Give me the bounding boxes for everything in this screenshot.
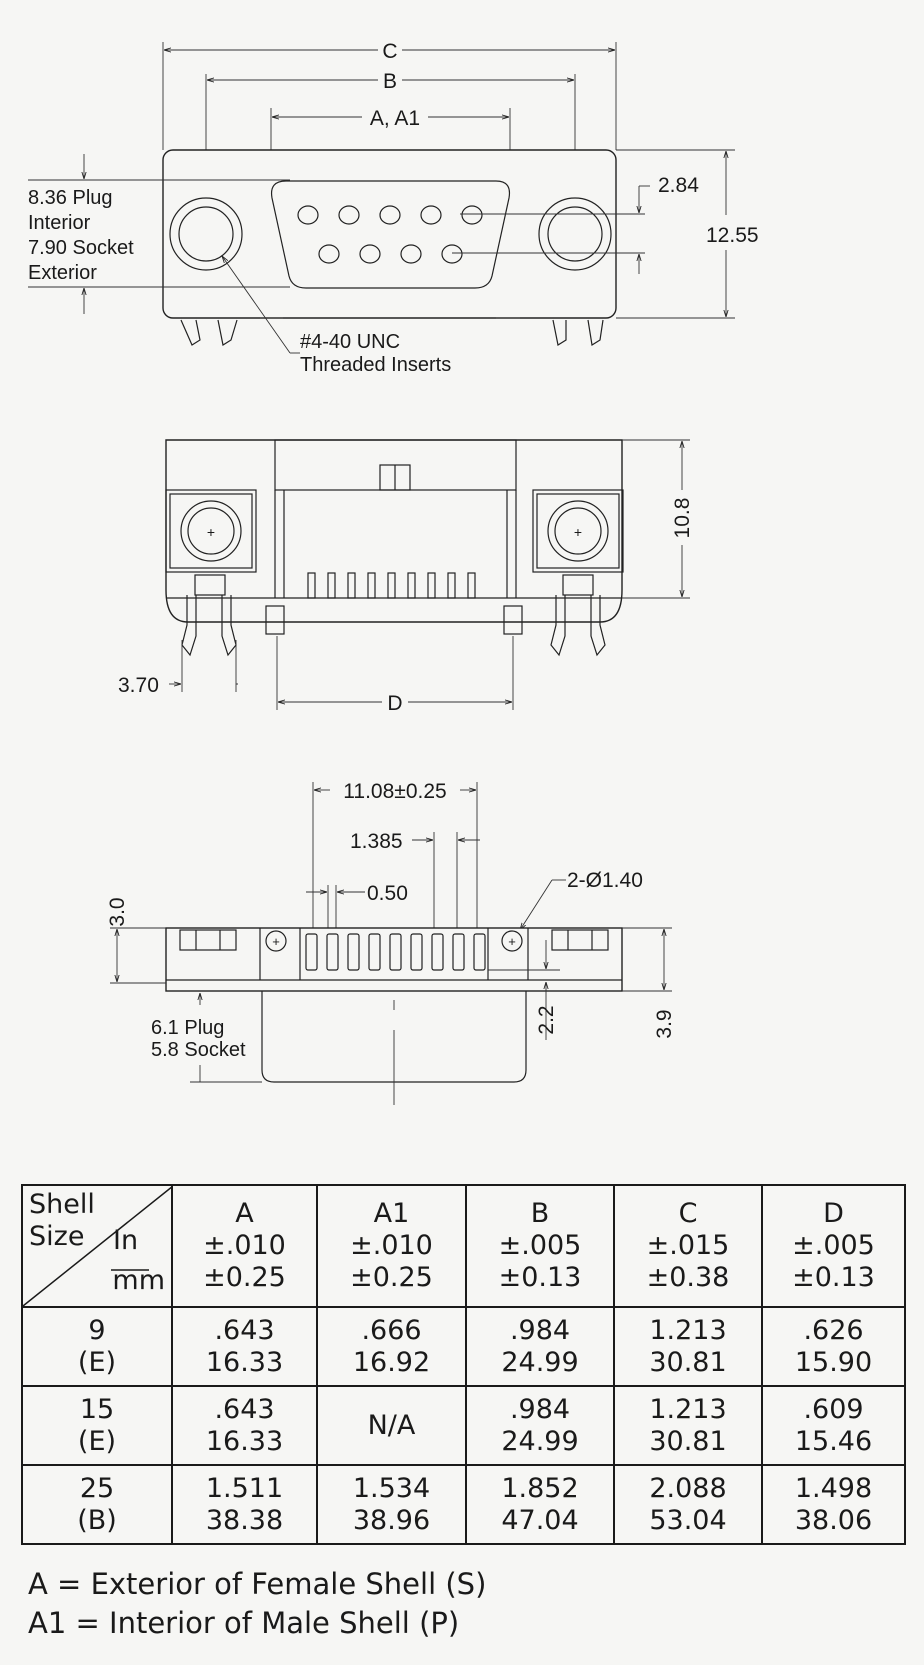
corner-shell: Shell [29, 1189, 95, 1220]
dim-c: C [382, 40, 397, 63]
dim-2-84: 2.84 [658, 174, 699, 197]
shell-size-cell: 25(B) [21, 1464, 173, 1545]
col-header-b: B ±.005 ±0.13 [465, 1184, 615, 1308]
corner-mm: mm [112, 1265, 165, 1296]
bottom-view: 11.08±0.25 1.385 0.50 2-Ø1.40 [106, 780, 676, 1105]
corner-diagonal [23, 1186, 173, 1306]
side-view: + + 10.8 3.70 D [118, 439, 694, 715]
inserts-note-line-1: #4-40 UNC [300, 331, 400, 353]
connector-drawing: C B A, A1 [28, 40, 759, 1105]
dim-3-9: 3.9 [653, 1009, 676, 1038]
pin-row-bottom [318, 244, 463, 264]
corner-in: In [113, 1225, 139, 1256]
plug-socket-line-1: 6.1 Plug [151, 1017, 224, 1039]
inserts-note-line-2: Threaded Inserts [300, 354, 451, 376]
table-corner-cell: Shell Size In mm [21, 1184, 173, 1308]
dim-2-dia-1-40: 2-Ø1.40 [567, 869, 643, 892]
dim-3-0: 3.0 [106, 897, 129, 926]
top-view: C B A, A1 [28, 40, 759, 376]
col-header-a: A ±.010 ±0.25 [171, 1184, 318, 1308]
left-note-line-4: Exterior [28, 262, 97, 284]
shell-size-cell: 9(E) [21, 1306, 173, 1387]
bottom-pin-slots [305, 933, 486, 971]
col-header-a1: A1 ±.010 ±0.25 [316, 1184, 467, 1308]
shell-size-table: Shell Size In mm A ±.010 ±0.25 A1 ±.010 … [21, 1184, 906, 1545]
svg-text:+: + [574, 524, 582, 540]
left-note-line-1: 8.36 Plug [28, 187, 113, 209]
svg-text:+: + [272, 934, 280, 949]
dim-12-55: 12.55 [706, 224, 759, 247]
dim-1-385: 1.385 [350, 830, 403, 853]
shell-size-cell: 15(E) [21, 1385, 173, 1466]
side-pins [307, 572, 476, 599]
dim-d: D [387, 692, 402, 715]
dim-b: B [383, 70, 397, 93]
dim-11-08: 11.08±0.25 [343, 780, 446, 803]
plug-socket-line-2: 5.8 Socket [151, 1039, 246, 1061]
value-cell: N/A [316, 1385, 467, 1466]
legend-notes: A = Exterior of Female Shell (S) A1 = In… [28, 1565, 486, 1643]
left-note-line-2: Interior [28, 212, 91, 234]
svg-text:+: + [207, 524, 215, 540]
corner-size: Size [29, 1221, 85, 1252]
col-header-c: C ±.015 ±0.38 [613, 1184, 763, 1308]
dim-a-a1: A, A1 [370, 107, 420, 130]
left-note-line-3: 7.90 Socket [28, 237, 134, 259]
svg-text:+: + [508, 934, 516, 949]
col-header-d: D ±.005 ±0.13 [761, 1184, 906, 1308]
pin-row-top [297, 205, 483, 225]
dim-0-50: 0.50 [367, 882, 408, 905]
dim-2-2: 2.2 [535, 1005, 558, 1034]
note-a1: A1 = Interior of Male Shell (P) [28, 1606, 460, 1640]
dim-3-70: 3.70 [118, 674, 159, 697]
dim-10-8: 10.8 [671, 498, 694, 539]
note-a: A = Exterior of Female Shell (S) [28, 1567, 487, 1601]
